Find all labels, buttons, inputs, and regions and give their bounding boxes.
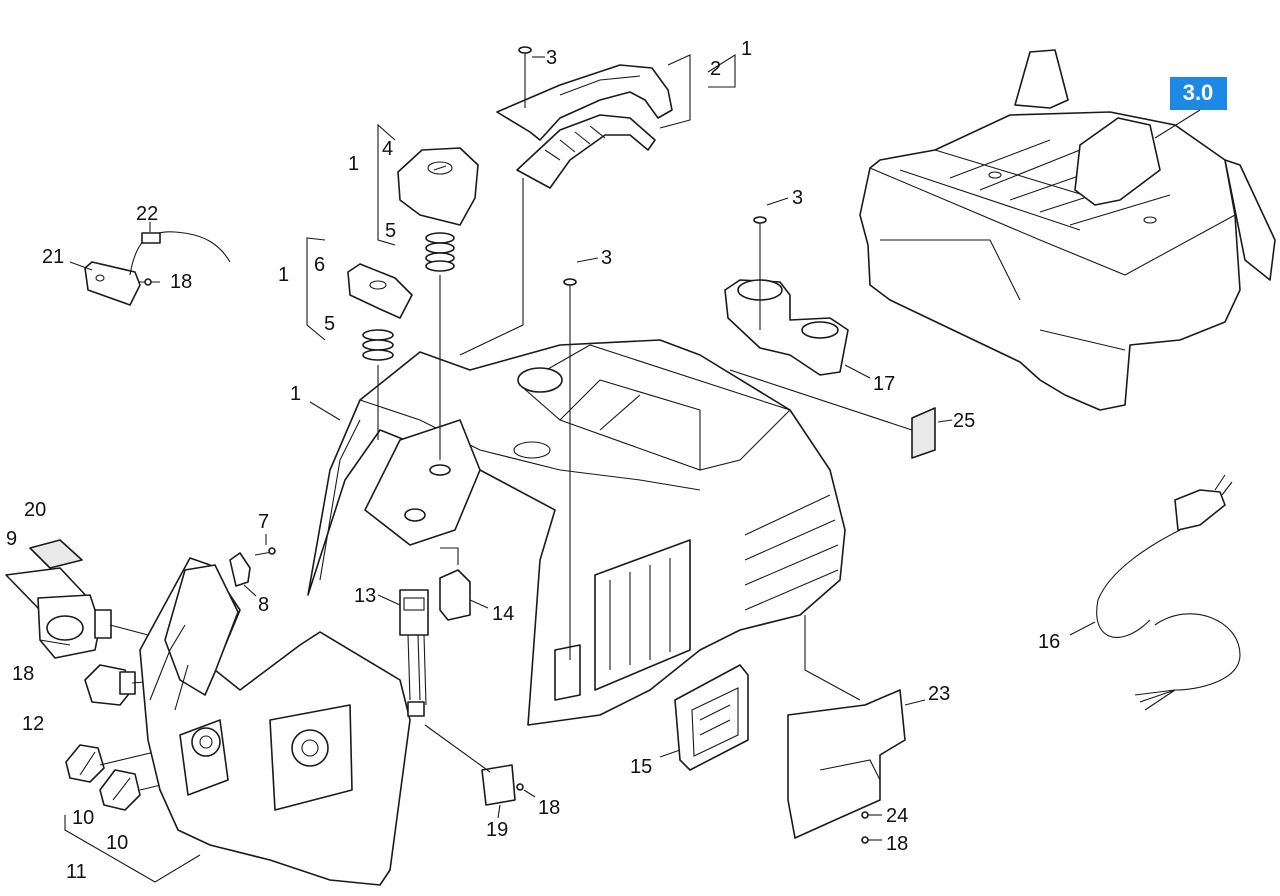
- callout-18-bottom: 18: [886, 833, 908, 855]
- label-sticker-20[interactable]: [29, 539, 83, 569]
- callout-5-lower: 5: [324, 313, 335, 335]
- callout-5-upper: 5: [385, 220, 396, 242]
- callout-8: 8: [258, 594, 269, 616]
- front-panel-part[interactable]: [139, 557, 411, 886]
- spring-icon: [425, 232, 455, 272]
- housing-slot: [554, 644, 581, 701]
- handle-grip-part[interactable]: [516, 114, 656, 189]
- handle-cover-part[interactable]: [496, 64, 673, 141]
- cable-plate-part[interactable]: [481, 764, 524, 806]
- callout-24: 24: [886, 805, 908, 827]
- screw-icon-holder: [753, 216, 767, 330]
- callout-23: 23: [928, 683, 950, 705]
- knob-part-a[interactable]: [65, 744, 105, 783]
- connector-part-13[interactable]: [399, 589, 429, 717]
- svg-text:3.0: 3.0: [1183, 80, 1214, 105]
- socket-part[interactable]: [5, 567, 112, 659]
- callout-1-top: 1: [741, 38, 752, 60]
- callout-25: 25: [953, 410, 975, 432]
- callout-1-housing: 1: [290, 383, 301, 405]
- callout-3-mid: 3: [601, 247, 612, 269]
- hose-holder-part[interactable]: [724, 279, 849, 376]
- label-sticker-25[interactable]: [911, 407, 936, 459]
- callout-3-holder: 3: [792, 187, 803, 209]
- callout-17: 17: [873, 373, 895, 395]
- bracket-part[interactable]: [787, 689, 906, 839]
- vent-grille: [594, 494, 839, 691]
- switch-part[interactable]: [229, 552, 251, 587]
- callout-3-handle: 3: [546, 47, 557, 69]
- callout-18-plate: 18: [538, 797, 560, 819]
- washer-icon: [861, 811, 869, 844]
- knob-part-b[interactable]: [99, 769, 141, 811]
- main-housing-part[interactable]: [307, 339, 846, 726]
- callout-9: 9: [6, 528, 17, 550]
- screw-icon-switch: [254, 547, 276, 556]
- callout-20: 20: [24, 499, 46, 521]
- callout-4: 4: [382, 138, 393, 160]
- callout-13: 13: [354, 585, 376, 607]
- cap-part-6[interactable]: [347, 263, 413, 319]
- callout-19: 19: [486, 819, 508, 841]
- callout-18-cable: 18: [170, 271, 192, 293]
- connector-part-14[interactable]: [439, 569, 471, 621]
- callout-1-cap6: 1: [278, 264, 289, 286]
- callout-16: 16: [1038, 631, 1060, 653]
- callout-10-b: 10: [106, 832, 128, 854]
- callout-7: 7: [258, 511, 269, 533]
- callout-14: 14: [492, 603, 514, 625]
- callout-15: 15: [630, 756, 652, 778]
- callout-11: 11: [66, 861, 87, 883]
- cap-part-4[interactable]: [397, 147, 479, 226]
- callout-12: 12: [22, 713, 44, 735]
- power-cable-part[interactable]: [1096, 474, 1241, 711]
- callout-1-cap4: 1: [348, 153, 359, 175]
- callout-6: 6: [314, 254, 325, 276]
- assembly-badge[interactable]: 3.0: [1170, 77, 1227, 110]
- callout-22: 22: [136, 203, 158, 225]
- screw-icon: [518, 46, 532, 108]
- callout-2-top: 2: [710, 58, 721, 80]
- screw-icon-mid: [563, 278, 577, 660]
- plug-module-part[interactable]: [84, 664, 136, 706]
- callout-21: 21: [42, 246, 64, 268]
- callout-10-a: 10: [72, 807, 94, 829]
- base-frame-assembly[interactable]: [859, 49, 1276, 411]
- cable-clip-part[interactable]: [84, 231, 231, 306]
- spring-icon-lower: [362, 329, 394, 361]
- callout-18-socket: 18: [12, 663, 34, 685]
- filter-cover-part[interactable]: [674, 664, 749, 771]
- screw-icon-small: [138, 278, 160, 286]
